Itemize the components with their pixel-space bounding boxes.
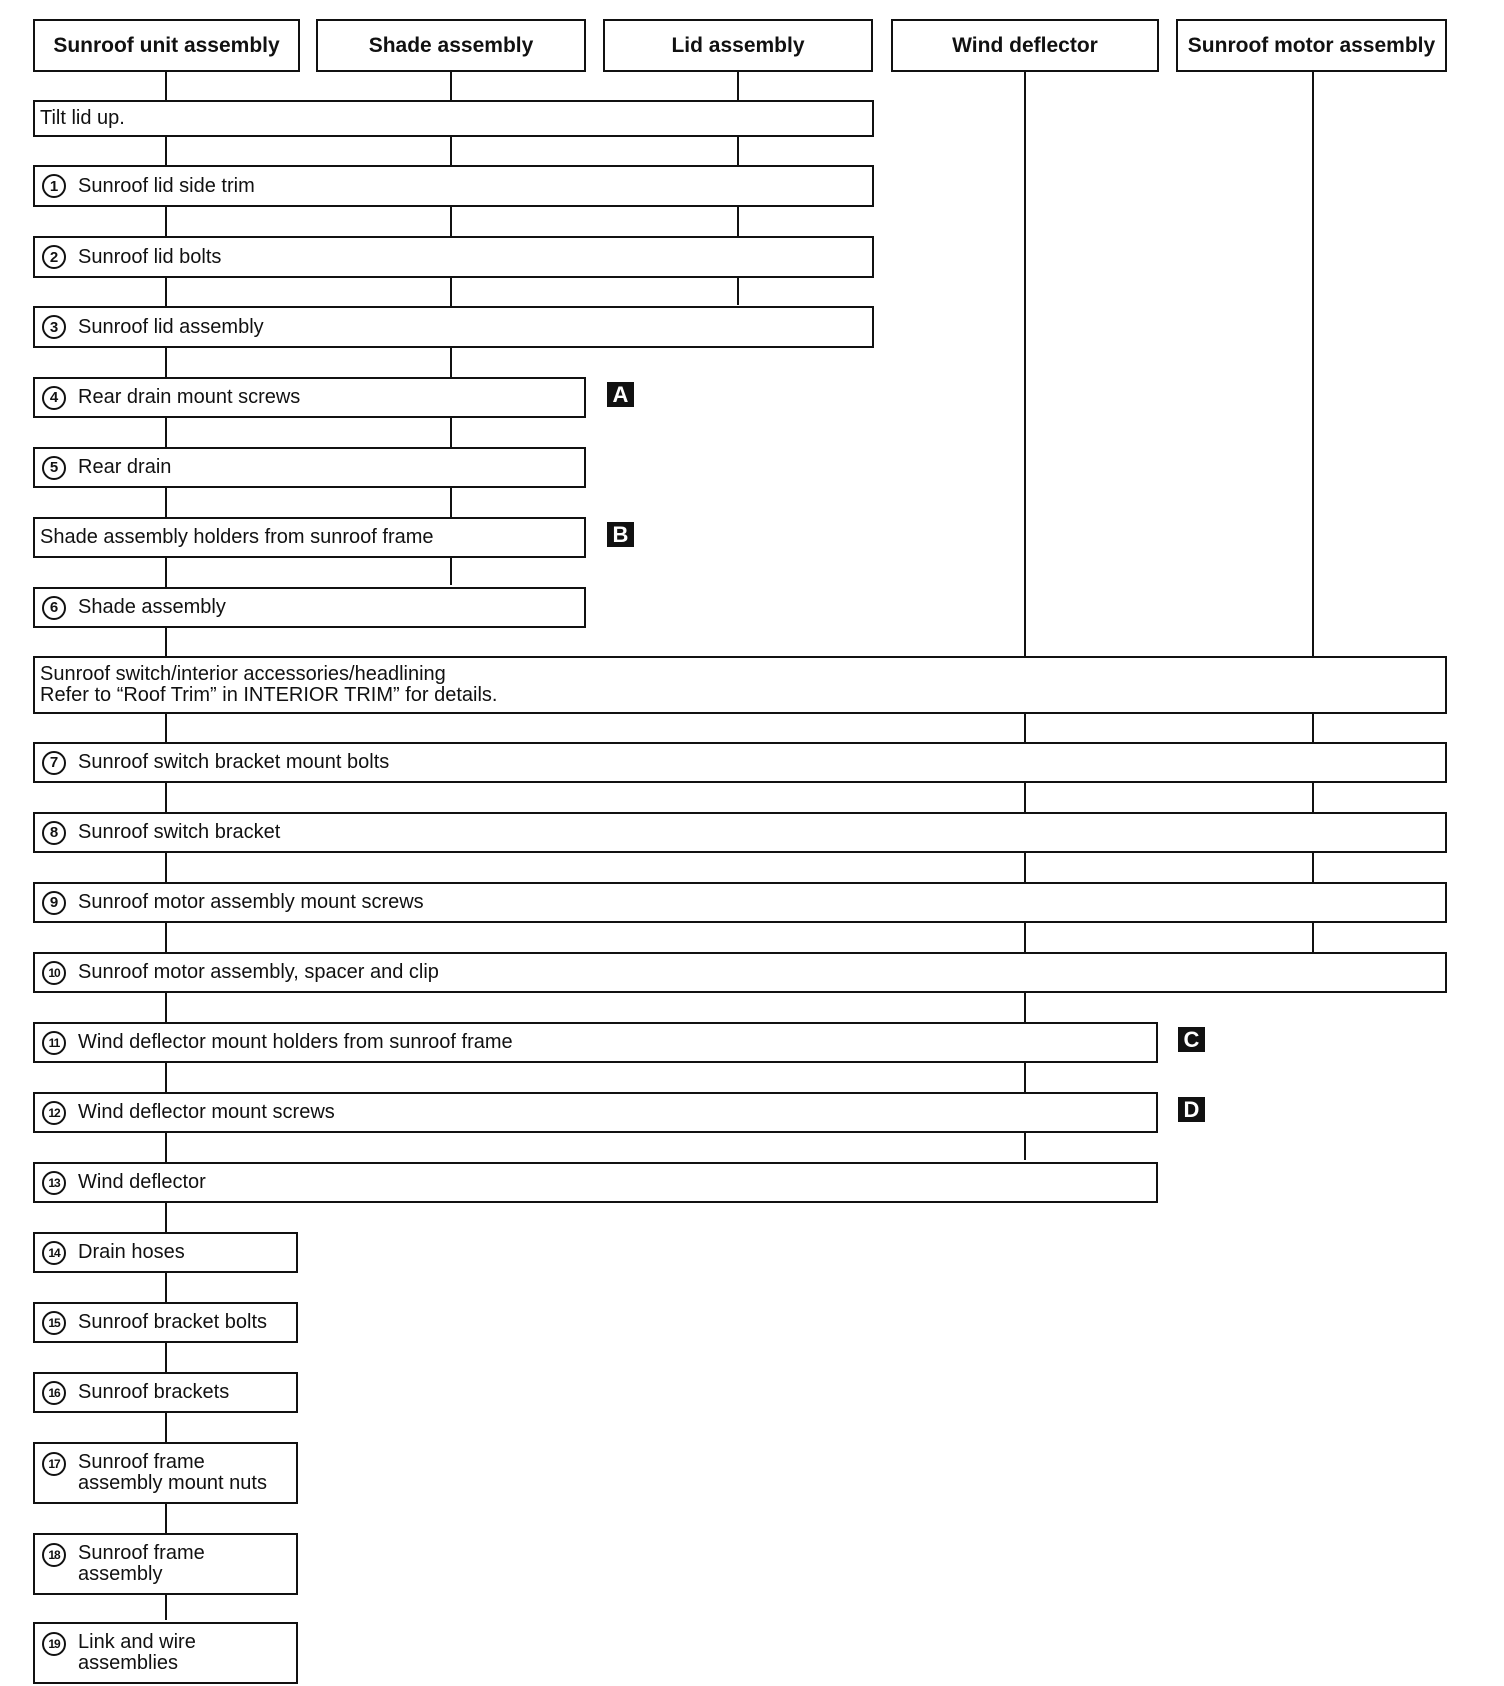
step-number: 2 (42, 245, 66, 269)
step-text: Drain hoses (78, 1241, 185, 1263)
step-15: 15 Sunroof bracket bolts (33, 1302, 298, 1343)
tag-c: C (1178, 1027, 1205, 1052)
step-number: 8 (42, 820, 66, 845)
header-sunroof-unit-assembly: Sunroof unit assembly (33, 19, 300, 72)
step-text: Sunroof lid side trim (78, 174, 255, 197)
step-number: 19 (42, 1632, 66, 1656)
header-label: Sunroof motor assembly (1187, 33, 1436, 57)
step-number: 4 (42, 385, 66, 410)
header-lid-assembly: Lid assembly (603, 19, 873, 72)
step-text: Wind deflector mount holders from sunroo… (78, 1031, 513, 1053)
step-number: 16 (42, 1380, 66, 1405)
step-text-line-2: assembly (78, 1563, 163, 1585)
step-9: 9 Sunroof motor assembly mount screws (33, 882, 1447, 923)
header-wind-deflector: Wind deflector (891, 19, 1159, 72)
step-text-line-2: assemblies (78, 1652, 179, 1674)
step-number: 11 (42, 1030, 66, 1055)
step-14: 14 Drain hoses (33, 1232, 298, 1273)
step-text: Sunroof frame assembly (78, 1543, 205, 1585)
step-text: Rear drain mount screws (78, 386, 301, 408)
step-10: 10 Sunroof motor assembly, spacer and cl… (33, 952, 1447, 993)
step-number: 9 (42, 890, 66, 915)
step-3: 3 Sunroof lid assembly (33, 306, 874, 348)
step-number: 13 (42, 1170, 66, 1195)
step-number: 17 (42, 1452, 66, 1476)
step-19: 19 Link and wire assemblies (33, 1622, 298, 1684)
header-label: Sunroof unit assembly (53, 33, 280, 57)
step-number: 14 (42, 1240, 66, 1265)
step-text: Sunroof lid bolts (78, 245, 222, 268)
step-text: Rear drain (78, 456, 172, 478)
step-13: 13 Wind deflector (33, 1162, 1158, 1203)
step-11: 11 Wind deflector mount holders from sun… (33, 1022, 1158, 1063)
step-number: 10 (42, 960, 66, 985)
step-text: Wind deflector (78, 1171, 206, 1193)
step-text-line-1: Sunroof frame (78, 1451, 205, 1473)
header-label: Shade assembly (368, 33, 534, 57)
step-4: 4 Rear drain mount screws (33, 377, 586, 418)
step-number: 5 (42, 455, 66, 480)
step-number: 15 (42, 1310, 66, 1335)
step-tilt-lid-up: Tilt lid up. (33, 100, 874, 137)
step-text-line-1: Link and wire (78, 1631, 196, 1653)
step-17: 17 Sunroof frame assembly mount nuts (33, 1442, 298, 1504)
step-8: 8 Sunroof switch bracket (33, 812, 1447, 853)
step-5: 5 Rear drain (33, 447, 586, 488)
step-interior-trim-note: Sunroof switch/interior accessories/head… (33, 656, 1447, 714)
step-text: Shade assembly holders from sunroof fram… (40, 526, 434, 548)
tag-b: B (607, 522, 634, 547)
step-number: 6 (42, 595, 66, 620)
header-label: Wind deflector (952, 33, 1098, 57)
step-text: Sunroof switch bracket mount bolts (78, 751, 390, 773)
step-number: 12 (42, 1100, 66, 1125)
step-number: 7 (42, 750, 66, 775)
step-text: Sunroof switch bracket (78, 821, 281, 843)
step-18: 18 Sunroof frame assembly (33, 1533, 298, 1595)
note-line-1: Sunroof switch/interior accessories/head… (40, 663, 446, 685)
step-text: Sunroof brackets (78, 1381, 230, 1403)
step-7: 7 Sunroof switch bracket mount bolts (33, 742, 1447, 783)
step-text: Sunroof motor assembly mount screws (78, 891, 424, 913)
step-number: 18 (42, 1543, 66, 1567)
header-shade-assembly: Shade assembly (316, 19, 586, 72)
step-2: 2 Sunroof lid bolts (33, 236, 874, 278)
step-text: Wind deflector mount screws (78, 1101, 335, 1123)
step-text: Sunroof bracket bolts (78, 1311, 267, 1333)
step-12: 12 Wind deflector mount screws (33, 1092, 1158, 1133)
header-sunroof-motor-assembly: Sunroof motor assembly (1176, 19, 1447, 72)
step-text-line-2: assembly mount nuts (78, 1472, 267, 1494)
step-1: 1 Sunroof lid side trim (33, 165, 874, 207)
step-number: 1 (42, 174, 66, 198)
step-text: Link and wire assemblies (78, 1632, 196, 1674)
step-text: Sunroof lid assembly (78, 315, 264, 338)
step-text-line-1: Sunroof frame (78, 1542, 205, 1564)
tag-a: A (607, 382, 634, 407)
step-16: 16 Sunroof brackets (33, 1372, 298, 1413)
step-text: Shade assembly (78, 596, 226, 618)
step-text: Sunroof motor assembly, spacer and clip (78, 961, 439, 983)
step-text: Sunroof frame assembly mount nuts (78, 1452, 267, 1494)
step-text: Tilt lid up. (40, 107, 125, 129)
step-number: 3 (42, 315, 66, 339)
note-line-2: Refer to “Roof Trim” in INTERIOR TRIM” f… (40, 684, 498, 706)
tag-d: D (1178, 1097, 1205, 1122)
header-label: Lid assembly (671, 33, 805, 57)
step-6: 6 Shade assembly (33, 587, 586, 628)
step-shade-holders: Shade assembly holders from sunroof fram… (33, 517, 586, 558)
